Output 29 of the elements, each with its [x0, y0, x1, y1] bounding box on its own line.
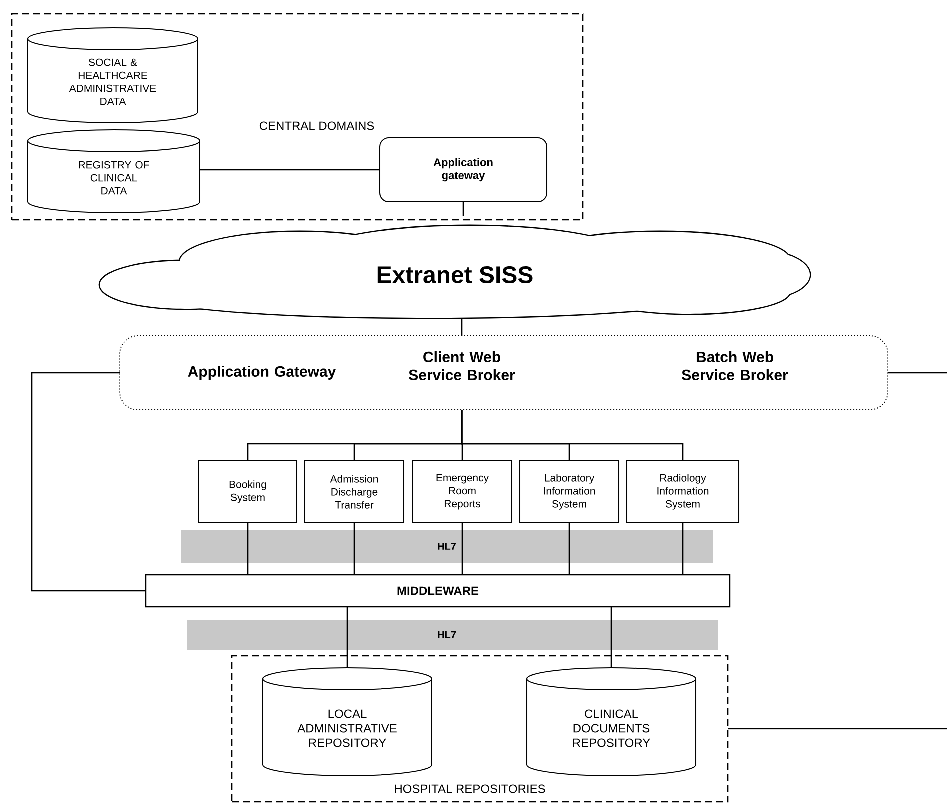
system-box: Booking System [198, 460, 298, 524]
connector-line [461, 318, 463, 336]
connector-line [610, 607, 612, 668]
system-box: Emergency Room Reports [412, 460, 512, 524]
connector-line [354, 523, 356, 575]
connector-line [462, 523, 464, 575]
gateway-box: Application gateway [380, 138, 548, 202]
connector-line [461, 410, 684, 461]
database-cylinder: SOCIAL & HEALTHCARE ADMINISTRATIVE DATA [28, 28, 198, 124]
connector-line [31, 372, 146, 592]
connector-line [462, 202, 464, 216]
database-cylinder: CLINICAL DOCUMENTS REPOSITORY [526, 668, 696, 776]
system-box: Laboratory Information System [520, 460, 620, 524]
protocol-label: HL7 [438, 632, 456, 638]
middleware-bar: MIDDLEWARE [145, 574, 731, 608]
connector-line [888, 372, 947, 374]
connector-line [682, 523, 684, 575]
database-cylinder: REGISTRY OF CLINICAL DATA [28, 130, 200, 214]
connector-line [346, 607, 348, 668]
protocol-label: HL7 [438, 543, 456, 550]
connector-line [200, 169, 380, 171]
gateway-band: Application Gateway Client Web Service Broker Batch Web Service Broker [120, 336, 889, 410]
connector-line [247, 523, 249, 575]
system-box: Admission Discharge Transfer [304, 460, 404, 524]
connector-line [568, 523, 570, 575]
connector-line [728, 728, 947, 730]
system-box: Radiology Information System [626, 460, 740, 524]
database-cylinder: LOCAL ADMINISTRATIVE REPOSITORY [262, 668, 432, 776]
network-cloud: Extranet SISS [98, 224, 812, 320]
